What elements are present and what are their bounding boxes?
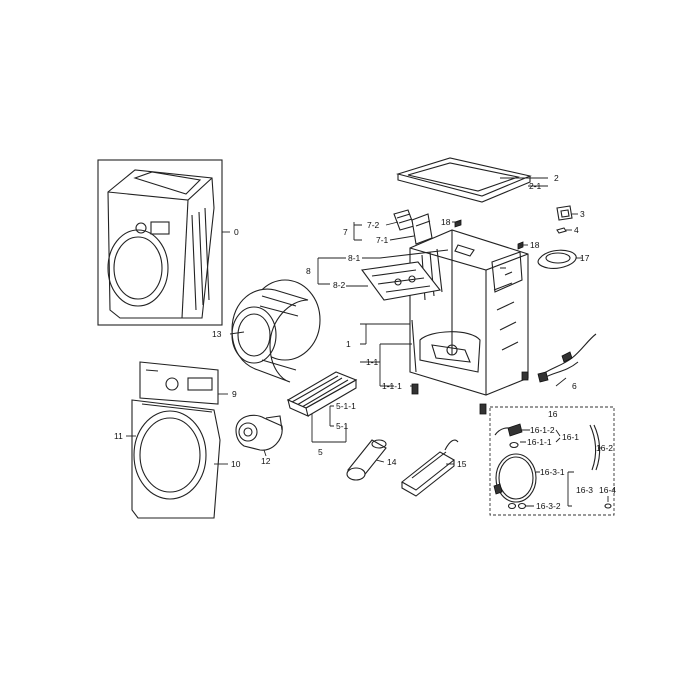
- top-cover-figure: [395, 157, 532, 203]
- callout-8-1: 8-1: [348, 253, 361, 263]
- screws-18-figure: [454, 219, 524, 250]
- kit-16-figure: [489, 406, 615, 516]
- power-cord-6-figure: [537, 333, 597, 383]
- small-parts-3-4-figure: [556, 205, 573, 234]
- callout-8: 8: [306, 266, 311, 276]
- callout-14: 14: [387, 457, 397, 467]
- front-panel-figure: [131, 361, 221, 519]
- callout-16-3: 16-3: [576, 485, 593, 495]
- callout-16-1-2: 16-1-2: [530, 425, 555, 435]
- callout-7-2: 7-2: [367, 220, 380, 230]
- leg-screws-figure: [411, 371, 529, 415]
- callout-2-1: 2-1: [529, 181, 542, 191]
- callout-16-4: 16-4: [599, 485, 616, 495]
- support-bracket-8-figure: [361, 249, 449, 301]
- callout-15: 15: [457, 459, 467, 469]
- duct-14-figure: [346, 439, 387, 481]
- callout-5-1-1: 5-1-1: [336, 401, 356, 411]
- callout-7: 7: [343, 227, 348, 237]
- callout-16-3-2: 16-3-2: [536, 501, 561, 511]
- callout-6: 6: [572, 381, 577, 391]
- assembled-dryer-figure: [97, 159, 223, 326]
- fan-housing-12-figure: [235, 414, 283, 451]
- callout-11: 11: [114, 431, 123, 441]
- callout-3: 3: [580, 209, 585, 219]
- duct-17-figure: [537, 249, 577, 269]
- callout-labels: 0 2 2-1 3 4 7 7-2 7-1 18 18 17 8 8-1 8-2…: [114, 173, 616, 511]
- callout-1-1-1: 1-1-1: [382, 381, 402, 391]
- callout-16-1: 16-1: [562, 432, 579, 442]
- cabinet-frame-figure: [409, 229, 529, 396]
- callout-9: 9: [232, 389, 237, 399]
- callout-4: 4: [574, 225, 579, 235]
- callout-7-1: 7-1: [376, 235, 389, 245]
- callout-1: 1: [346, 339, 351, 349]
- motor-15-figure: [401, 439, 459, 497]
- callout-5: 5: [318, 447, 323, 457]
- callout-12: 12: [261, 456, 271, 466]
- callout-18-a: 18: [441, 217, 451, 227]
- callout-16-3-1: 16-3-1: [540, 467, 565, 477]
- callout-8-2: 8-2: [333, 280, 346, 290]
- callout-0: 0: [234, 227, 239, 237]
- callout-2: 2: [554, 173, 559, 183]
- callout-16: 16: [548, 409, 558, 419]
- callout-10: 10: [231, 459, 241, 469]
- drum-13-figure: [231, 279, 321, 383]
- leader-lines: [126, 177, 609, 507]
- callout-18-b: 18: [530, 240, 540, 250]
- callout-5-1: 5-1: [336, 421, 349, 431]
- callout-16-2: 16-2: [596, 443, 613, 453]
- callout-17: 17: [580, 253, 590, 263]
- callout-16-1-1: 16-1-1: [527, 437, 552, 447]
- bracket-7-figure: [393, 209, 433, 245]
- callout-13: 13: [212, 329, 222, 339]
- callout-1-1: 1-1: [366, 357, 379, 367]
- heater-5-figure: [286, 371, 358, 417]
